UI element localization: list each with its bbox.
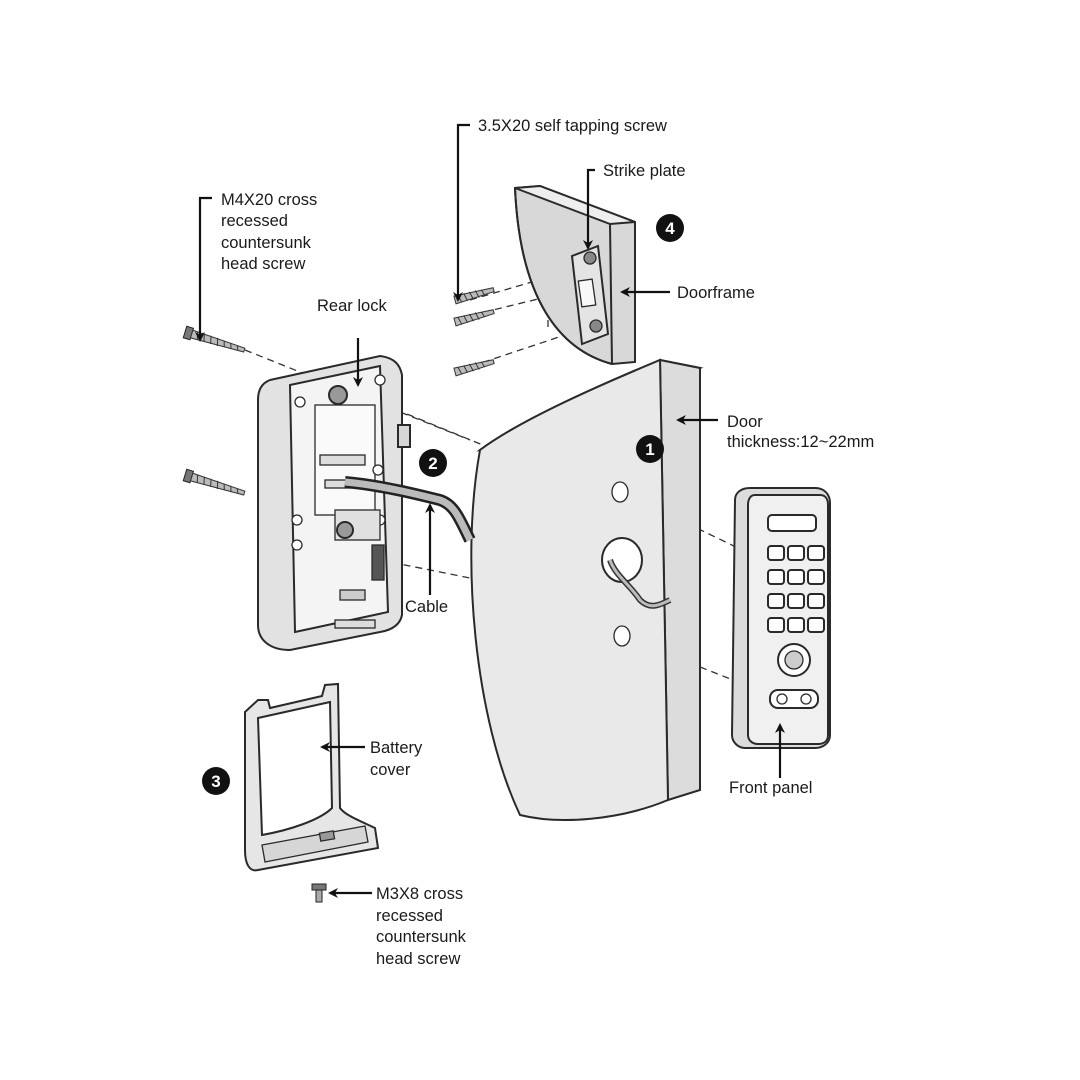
svg-text:recessed: recessed xyxy=(221,212,288,230)
svg-text:head screw: head screw xyxy=(376,950,460,968)
label-m3-screw: M3X8 cross recessed countersunk head scr… xyxy=(376,885,467,968)
m3-screw xyxy=(311,883,327,903)
svg-text:2: 2 xyxy=(428,454,437,473)
label-cable: Cable xyxy=(405,598,448,616)
label-battery-cover: Battery cover xyxy=(370,739,423,779)
svg-text:3: 3 xyxy=(211,772,220,791)
m4-screws xyxy=(182,325,246,496)
front-panel xyxy=(730,487,831,749)
svg-text:Battery: Battery xyxy=(370,739,423,757)
step-badge-2: 2 xyxy=(419,449,447,477)
svg-text:4: 4 xyxy=(665,219,675,238)
svg-text:recessed: recessed xyxy=(376,907,443,925)
step-badge-1: 1 xyxy=(636,435,664,463)
svg-text:M3X8 cross: M3X8 cross xyxy=(376,885,463,903)
svg-text:thickness:12~22mm: thickness:12~22mm xyxy=(727,433,874,451)
label-strike-plate: Strike plate xyxy=(603,162,686,180)
battery-cover xyxy=(244,682,380,872)
step-badge-4: 4 xyxy=(656,214,684,242)
rear-lock xyxy=(257,354,411,652)
svg-text:countersunk: countersunk xyxy=(376,928,467,946)
self-tapping-screws xyxy=(453,287,495,377)
label-rear-lock: Rear lock xyxy=(317,297,387,315)
svg-text:cover: cover xyxy=(370,761,411,779)
svg-text:countersunk: countersunk xyxy=(221,234,312,252)
label-door-thickness: Door thickness:12~22mm xyxy=(727,413,874,451)
label-self-tapping-screw: 3.5X20 self tapping screw xyxy=(478,117,667,135)
svg-text:Door: Door xyxy=(727,413,763,431)
svg-text:head screw: head screw xyxy=(221,255,305,273)
label-doorframe: Doorframe xyxy=(677,284,755,302)
label-front-panel: Front panel xyxy=(729,779,812,797)
step-badge-3: 3 xyxy=(202,767,230,795)
label-m4-screw: M4X20 cross recessed countersunk head sc… xyxy=(221,191,317,273)
svg-text:M4X20 cross: M4X20 cross xyxy=(221,191,317,209)
cable xyxy=(344,476,476,543)
keypad-buttons xyxy=(767,545,825,633)
svg-text:1: 1 xyxy=(645,440,654,459)
door-panel xyxy=(470,358,704,821)
leader-lines xyxy=(195,123,785,898)
strike-plate xyxy=(570,244,610,346)
